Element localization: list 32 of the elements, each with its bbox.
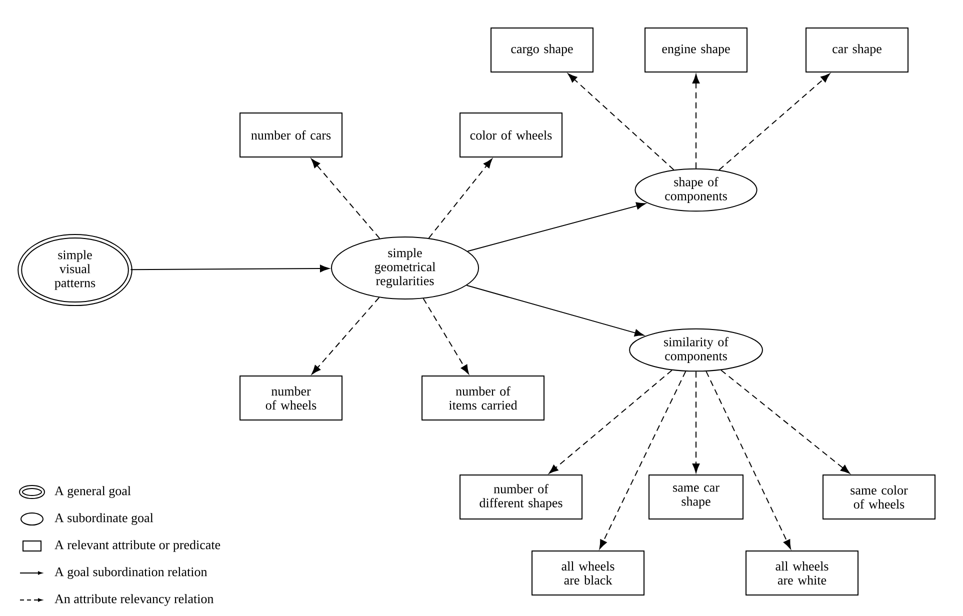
attribute-box: color of wheels bbox=[460, 112, 562, 158]
attribute-box: same car shape bbox=[648, 474, 744, 520]
legend-text: A subordinate goal bbox=[54, 513, 154, 525]
attribute-box: same color of wheels bbox=[822, 474, 936, 520]
arrow bbox=[706, 370, 791, 550]
arrow bbox=[692, 371, 700, 473]
arrow bbox=[422, 298, 469, 374]
attribute-box: all wheels are white bbox=[746, 550, 858, 596]
attribute-box: cargo shape bbox=[490, 28, 594, 72]
attribute-box: all wheels are black bbox=[532, 550, 644, 596]
arrow bbox=[718, 73, 830, 170]
arrow bbox=[692, 74, 700, 169]
attribute-box: car shape bbox=[806, 28, 909, 72]
legend-text: A goal subordination relation bbox=[54, 567, 208, 579]
arrow bbox=[467, 202, 646, 252]
arrow bbox=[312, 297, 380, 374]
arrow bbox=[568, 73, 674, 170]
arrow bbox=[466, 284, 644, 336]
attribute-box: number of cars bbox=[240, 112, 342, 158]
arrow bbox=[130, 264, 330, 272]
attribute-box: engine shape bbox=[644, 28, 748, 72]
arrow bbox=[720, 370, 850, 474]
legend-text: A relevant attribute or predicate bbox=[54, 540, 220, 552]
arrow bbox=[548, 370, 672, 474]
arrow bbox=[599, 370, 686, 550]
attribute-box: number of items carried bbox=[422, 376, 544, 420]
attribute-box: number of different shapes bbox=[460, 474, 582, 520]
legend-text: A general goal bbox=[54, 486, 131, 498]
legend-text: An attribute relevancy relation bbox=[54, 594, 214, 606]
arrow bbox=[311, 158, 380, 239]
arrow bbox=[428, 158, 492, 239]
attribute-box: number of wheels bbox=[240, 376, 342, 420]
